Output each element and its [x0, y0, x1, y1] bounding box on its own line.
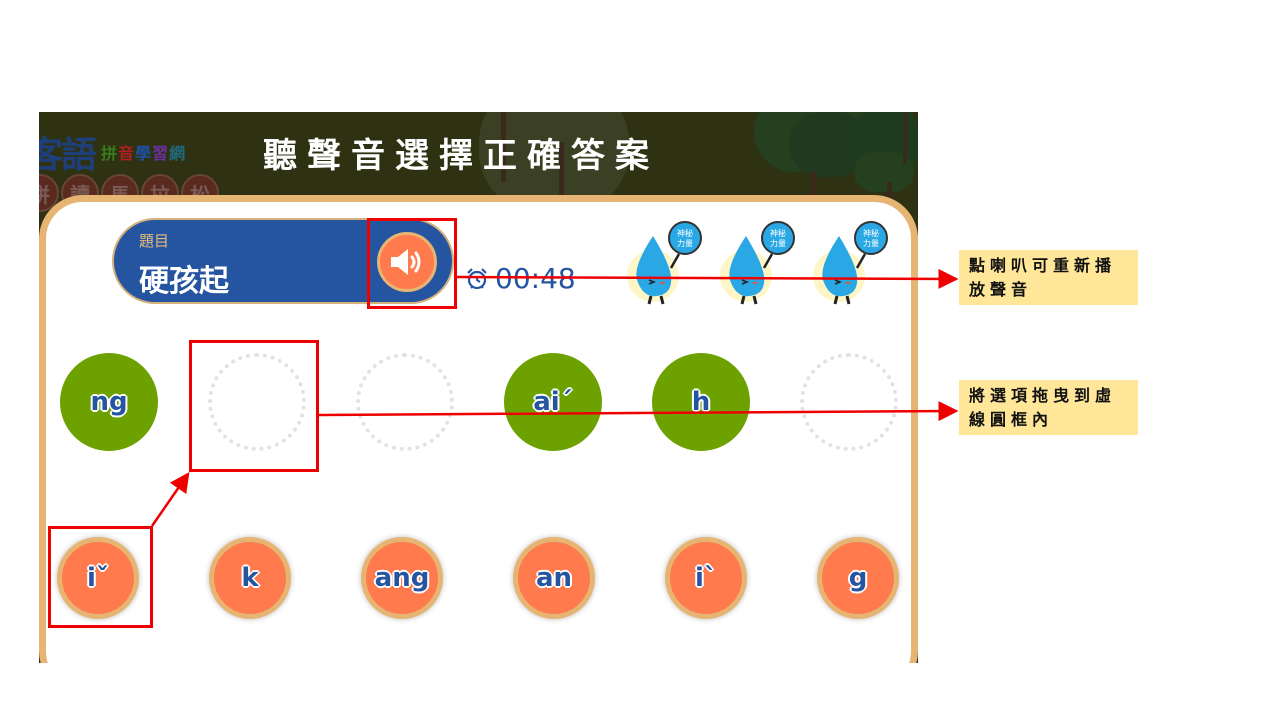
logo-sub-char: 學: [135, 144, 152, 163]
logo-sub-char: 網: [169, 144, 186, 163]
highlight-slot-box: [189, 340, 319, 472]
answer-slot-filled[interactable]: ai´: [504, 353, 602, 451]
power-up-label: 力量: [770, 238, 786, 248]
background-vine: [559, 142, 564, 202]
answer-slot-filled[interactable]: h: [652, 353, 750, 451]
replay-sound-button[interactable]: [377, 232, 437, 292]
question-label: 題目: [139, 232, 170, 250]
option-phonetic: k: [241, 563, 259, 593]
highlight-option-box: [48, 526, 153, 628]
option-phonetic: ang: [374, 563, 430, 593]
tree-trunk: [903, 112, 907, 164]
option-phonetic: an: [535, 563, 573, 593]
background-vine: [501, 112, 506, 182]
alarm-clock-icon: [467, 267, 487, 289]
logo: 客語: [39, 135, 97, 176]
water-drop-mascot-icon: 神秘 力量: [813, 221, 888, 305]
option-bubble[interactable]: an: [513, 537, 595, 619]
logo-sub-char: 音: [118, 144, 135, 163]
note-replay-sound: 點喇叭可重新播放聲音: [959, 250, 1138, 305]
option-phonetic: g: [848, 563, 868, 593]
slot-phonetic: ng: [90, 387, 128, 417]
speaker-icon: [391, 249, 421, 275]
question-card: 題目 硬孩起: [112, 218, 454, 304]
answer-slot-empty[interactable]: [208, 353, 306, 451]
power-up-label: 神秘: [677, 228, 693, 238]
game-screen: 客語 拼音學習網 拼 讀 馬 拉 松 聽聲音選擇正確答案 題目 硬孩起: [39, 112, 918, 663]
option-bubble[interactable]: iˋ: [665, 537, 747, 619]
tree-trunk: [887, 182, 892, 202]
note-text: 點喇叭可重新播放聲音: [969, 256, 1117, 299]
power-up[interactable]: 神秘 力量: [623, 216, 713, 306]
logo-subtitle: 拼音學習網: [101, 140, 186, 164]
option-bubble[interactable]: ang: [361, 537, 443, 619]
power-up-label: 神秘: [863, 228, 879, 238]
answer-slot-empty[interactable]: [800, 353, 898, 451]
option-bubble[interactable]: k: [209, 537, 291, 619]
water-drop-mascot-icon: 神秘 力量: [720, 221, 795, 305]
logo-sub-char: 習: [152, 144, 169, 163]
option-phonetic: iˇ: [87, 563, 109, 593]
option-bubble[interactable]: g: [817, 537, 899, 619]
question-word: 硬孩起: [139, 264, 229, 299]
highlight-speaker-box: [367, 218, 457, 309]
slot-phonetic: h: [691, 387, 711, 417]
timer: 00:48: [465, 262, 576, 295]
option-bubble[interactable]: iˇ: [57, 537, 139, 619]
timer-value: 00:48: [495, 262, 576, 295]
option-phonetic: iˋ: [695, 563, 717, 593]
answer-slot-empty[interactable]: [356, 353, 454, 451]
page-title: 聽聲音選擇正確答案: [263, 136, 659, 176]
note-text: 將選項拖曳到虛線圓框內: [969, 386, 1117, 429]
power-up[interactable]: 神秘 力量: [716, 216, 806, 306]
power-up-label: 力量: [677, 238, 693, 248]
power-up-label: 力量: [863, 238, 879, 248]
tree-trunk: [810, 172, 816, 202]
power-up[interactable]: 神秘 力量: [809, 216, 899, 306]
logo-sub-char: 拼: [101, 144, 118, 163]
note-drag-option: 將選項拖曳到虛線圓框內: [959, 380, 1138, 435]
slot-phonetic: ai´: [533, 387, 573, 417]
water-drop-mascot-icon: 神秘 力量: [627, 221, 702, 305]
answer-slot-filled[interactable]: ng: [60, 353, 158, 451]
power-up-label: 神秘: [770, 228, 786, 238]
